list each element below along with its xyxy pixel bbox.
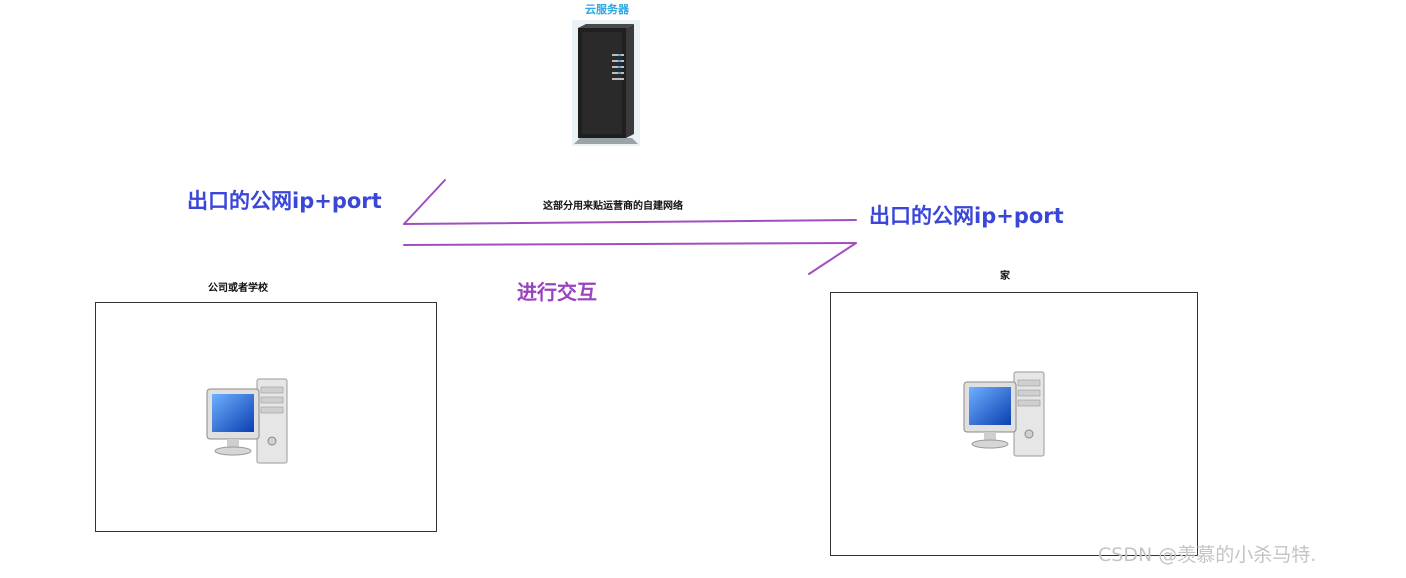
desktop-computer-icon bbox=[206, 378, 288, 464]
right-site-name: 家 bbox=[1000, 271, 1010, 282]
desktop-computer-icon bbox=[963, 371, 1045, 457]
carrier-network-note: 这部分用来贴运营商的自建网络 bbox=[543, 201, 683, 212]
watermark: CSDN @羡慕的小杀马特. bbox=[1098, 544, 1317, 566]
left-exit-label: 出口的公网ip+port bbox=[187, 189, 382, 213]
upper-link-line bbox=[403, 219, 857, 225]
right-computer bbox=[962, 370, 1046, 458]
lower-link-line bbox=[403, 242, 857, 246]
upper-arrow-head bbox=[403, 179, 446, 225]
right-exit-label: 出口的公网ip+port bbox=[869, 204, 1064, 228]
server-tower-icon bbox=[574, 24, 638, 144]
left-site-name: 公司或者学校 bbox=[208, 283, 268, 294]
left-computer bbox=[205, 377, 289, 465]
cloud-server bbox=[572, 20, 640, 146]
lower-arrow-head bbox=[808, 242, 857, 275]
interaction-label: 进行交互 bbox=[517, 280, 597, 304]
server-title: 云服务器 bbox=[585, 3, 629, 16]
